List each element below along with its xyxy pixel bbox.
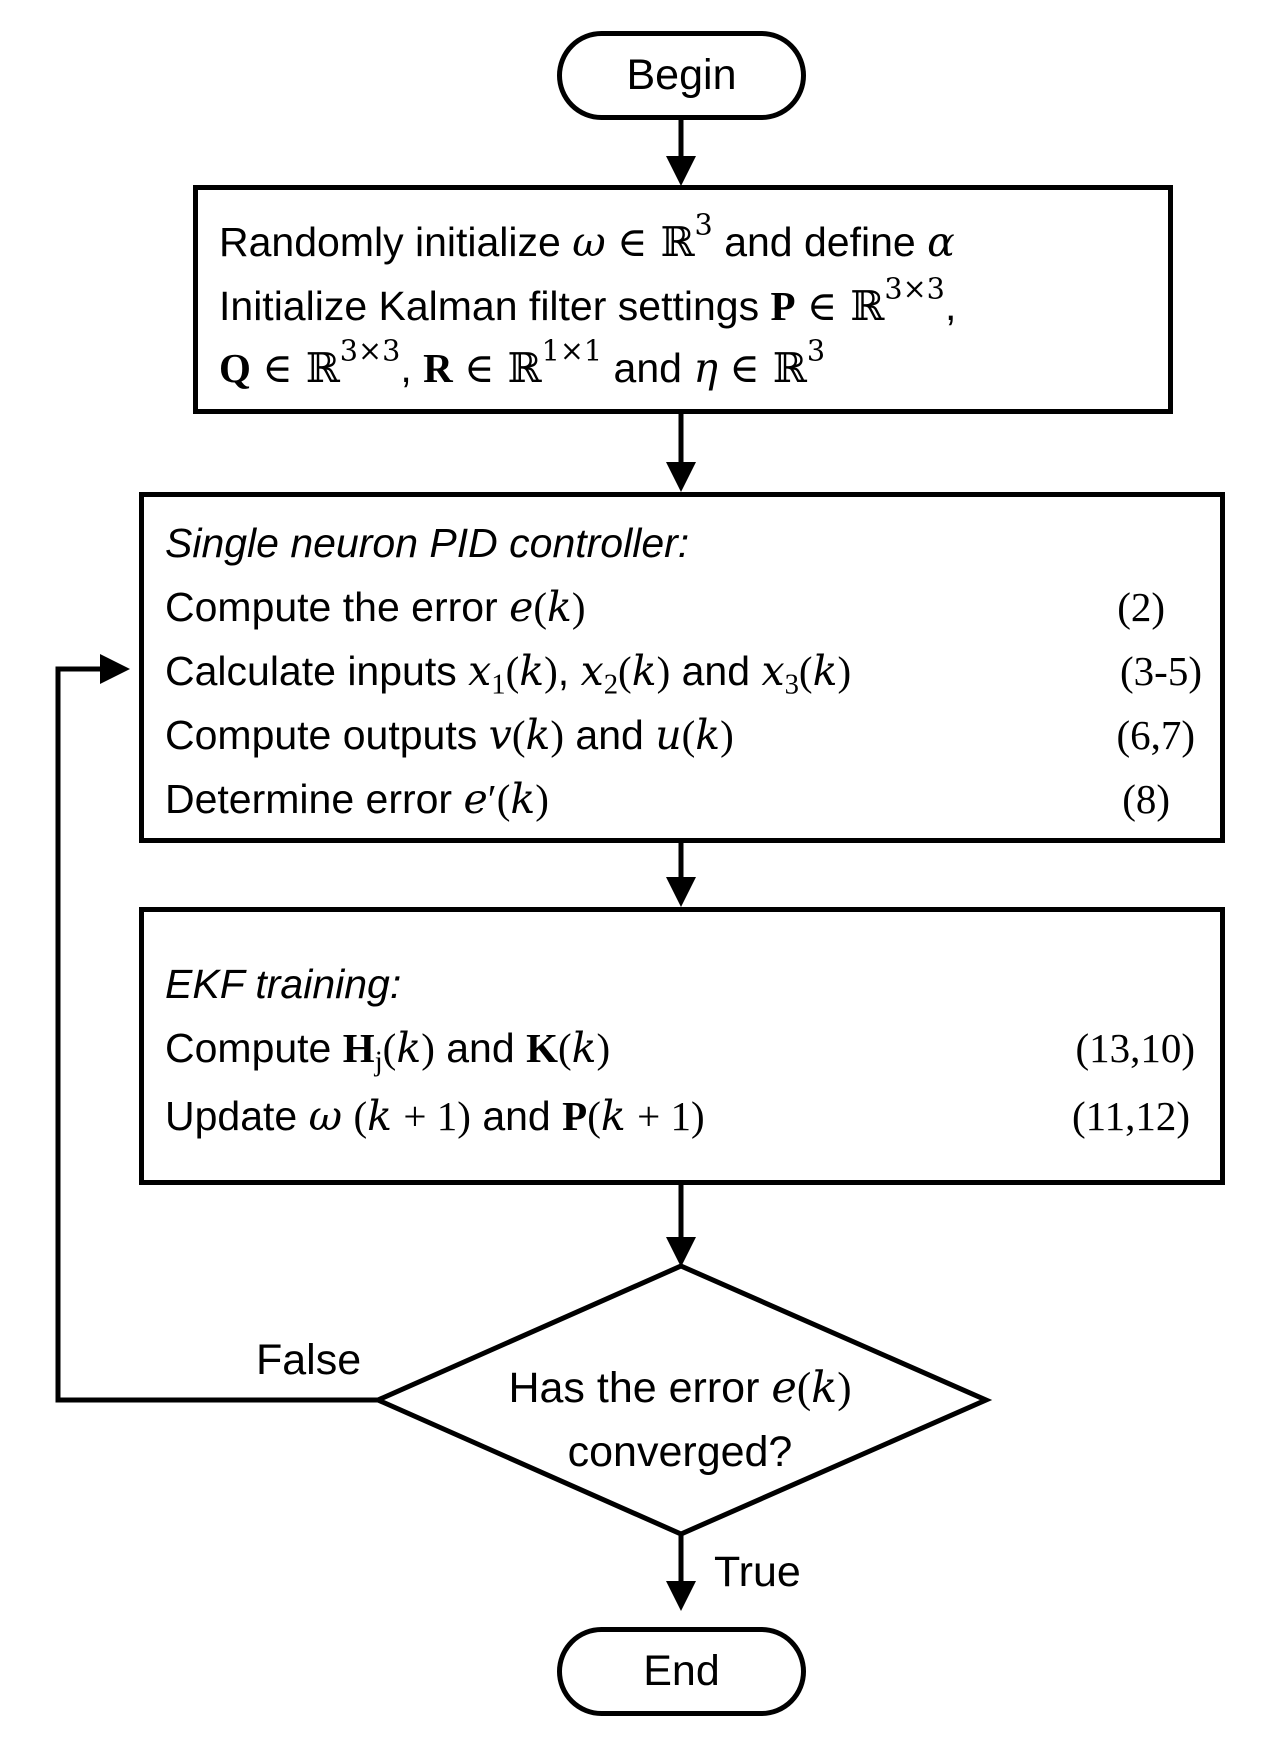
false-branch-label: False <box>256 1336 362 1384</box>
ekf-training-box: EKF training: Compute Hj(k) and K(k) Upd… <box>139 907 1225 1185</box>
pid-ref-4: (8) <box>1122 776 1170 822</box>
true-branch-label: True <box>714 1548 801 1596</box>
pid-controller-box: Single neuron PID controller: Compute th… <box>139 492 1225 843</box>
begin-label: Begin <box>626 51 737 99</box>
init-box: Randomly initialize ω ∈ ℝ3 and define α … <box>193 185 1173 414</box>
ekf-step-2: Update ω (k + 1) and P(k + 1) <box>165 1092 705 1140</box>
pid-ref-2: (3-5) <box>1120 648 1202 694</box>
ekf-step-1: Compute Hj(k) and K(k) <box>165 1024 611 1078</box>
end-label: End <box>643 1647 720 1695</box>
init-line-2: Initialize Kalman filter settings P ∈ ℝ3… <box>219 271 957 330</box>
ekf-title: EKF training: <box>165 961 402 1007</box>
pid-ref-1: (2) <box>1117 584 1165 630</box>
decision-question: Has the error e(k) <box>508 1363 852 1413</box>
pid-step-2: Calculate inputs x1(k), x2(k) and x3(k) <box>165 647 852 701</box>
pid-step-3: Compute outputs v(k) and u(k) <box>165 711 734 759</box>
init-line-1: Randomly initialize ω ∈ ℝ3 and define α <box>219 207 955 266</box>
pid-title: Single neuron PID controller: <box>165 520 690 566</box>
begin-terminal: Begin <box>557 31 806 120</box>
init-line-3: Q ∈ ℝ3×3, R ∈ ℝ1×1 and η ∈ ℝ3 <box>219 333 826 392</box>
decision-question-line-2: converged? <box>567 1428 793 1476</box>
pid-step-4: Determine error e′(k) <box>165 775 549 823</box>
ekf-ref-2: (11,12) <box>1071 1093 1190 1139</box>
ekf-ref-1: (13,10) <box>1075 1025 1195 1071</box>
decision-diamond <box>371 1263 993 1537</box>
arrow-false-loop <box>55 654 378 1403</box>
end-terminal: End <box>557 1627 806 1716</box>
pid-ref-3: (6,7) <box>1116 712 1195 758</box>
pid-step-1: Compute the error e(k) <box>165 583 586 631</box>
